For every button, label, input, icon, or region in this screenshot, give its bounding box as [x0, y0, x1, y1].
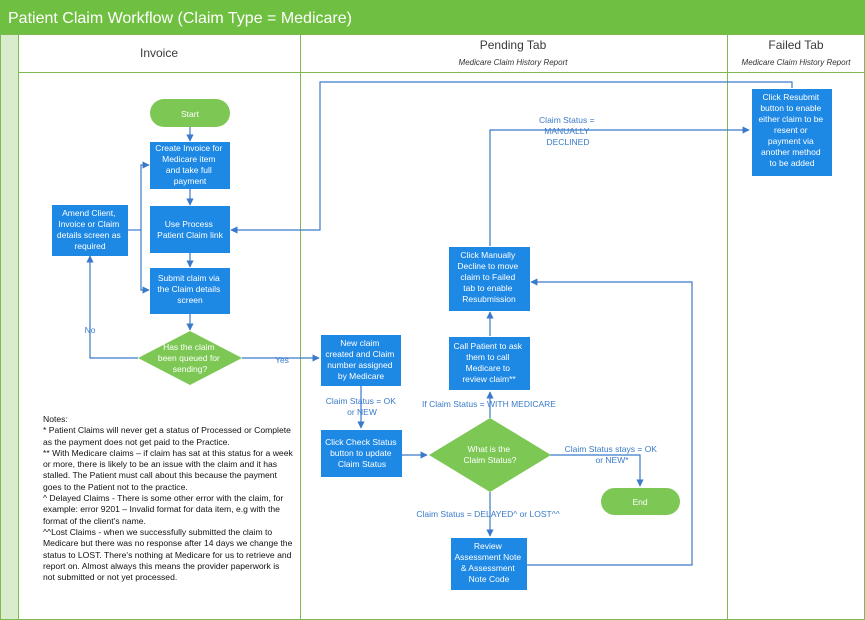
lane-title-failed: Failed Tab: [768, 38, 823, 52]
amend-box: [52, 205, 128, 256]
notes-block: Notes: * Patient Claims will never get a…: [43, 414, 293, 583]
lane-subtitle-pending: Medicare Claim History Report: [459, 58, 569, 67]
queued-decision: [138, 331, 242, 385]
edge-label-delayed: Claim Status = DELAYED^ or LOST^^: [416, 509, 559, 519]
manually-decline-box: [449, 247, 530, 311]
manually-decline-label: Click Manually Decline to move claim to …: [457, 250, 520, 304]
create-invoice-label: Create Invoice for Medicare item and tak…: [155, 143, 224, 186]
check-status-label: Click Check Status button to update Clai…: [325, 437, 399, 469]
lane-header-row: [0, 34, 865, 72]
submit-claim-box: [150, 268, 230, 314]
lane-subtitle-failed: Medicare Claim History Report: [742, 58, 852, 67]
notes-heading: Notes:: [43, 414, 68, 424]
amend-label: Amend Client, Invoice or Claim details s…: [57, 208, 123, 251]
diagram-title: Patient Claim Workflow (Claim Type = Med…: [8, 10, 352, 27]
resubmit-box: [752, 89, 832, 176]
submit-claim-label: Submit claim via the Claim details scree…: [157, 273, 222, 305]
note-lost: ^^Lost Claims - when we successfully sub…: [43, 526, 293, 583]
start-label: Start: [181, 109, 200, 119]
edge-label-stays: Claim Status stays = OK or NEW*: [565, 444, 660, 465]
title-bar: [0, 0, 865, 34]
new-claim-box: [321, 335, 401, 386]
left-strip: [0, 34, 18, 620]
edge-label-ok-new: Claim Status = OK or NEW: [326, 396, 399, 417]
end-terminator: [601, 488, 680, 515]
note-delayed: ^ Delayed Claims - There is some other e…: [43, 493, 284, 526]
status-decision: [429, 418, 551, 492]
end-label: End: [632, 497, 647, 507]
edge-label-with-medicare: If Claim Status = WITH MEDICARE: [422, 399, 556, 409]
lane-title-invoice: Invoice: [140, 46, 178, 60]
queued-decision-label: Has the claim been queued for sending?: [158, 342, 222, 374]
edge-label-manually-declined: Claim Status = MANUALLY DECLINED: [539, 115, 597, 147]
note-processed: * Patient Claims will never get a status…: [43, 425, 291, 447]
edge-label-yes: Yes: [275, 355, 289, 365]
new-claim-label: New claim created and Claim number assig…: [325, 338, 396, 381]
create-invoice-box: [150, 142, 230, 189]
call-patient-label: Call Patient to ask them to call Medicar…: [454, 341, 525, 384]
start-terminator: [150, 99, 230, 127]
status-decision-label: What is the Claim Status?: [464, 444, 517, 465]
process-link-label: Use Process Patient Claim link: [157, 219, 223, 240]
connectors: [86, 81, 793, 566]
call-patient-box: [449, 337, 530, 390]
note-with-medicare: ** With Medicare claims – if claim has s…: [43, 447, 293, 492]
process-link-box: [150, 206, 230, 253]
resubmit-label: Click Resubmit button to enable either c…: [758, 92, 825, 168]
review-box: [451, 538, 527, 590]
lane-title-pending: Pending Tab: [480, 38, 547, 52]
edge-label-no: No: [85, 325, 96, 335]
review-label: Review Assessment Note & Assessment Note…: [455, 541, 524, 584]
check-status-box: [321, 430, 402, 477]
